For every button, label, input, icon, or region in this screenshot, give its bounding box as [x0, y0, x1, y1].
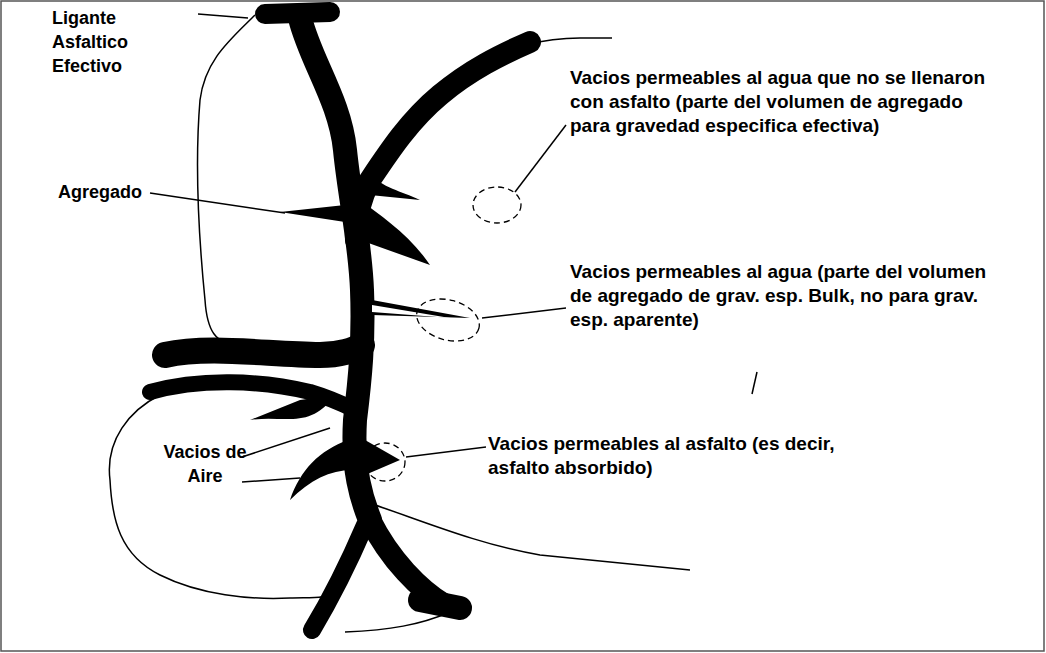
aggregate-label: Agregado	[58, 180, 168, 204]
binder-label: Ligante Asfaltico Efectivo	[52, 6, 182, 78]
callout-text: Vacios permeables al agua que no se llen…	[570, 66, 990, 138]
air-voids-label: Vacios de Aire	[160, 440, 250, 488]
callout-text: Vacios permeables al agua (parte del vol…	[570, 260, 990, 332]
asphalt-binder	[150, 12, 530, 630]
pore-voids	[250, 170, 470, 500]
unfilled-voids	[370, 305, 450, 466]
callout-text: Vacios permeables al asfalto (es decir, …	[488, 432, 868, 480]
